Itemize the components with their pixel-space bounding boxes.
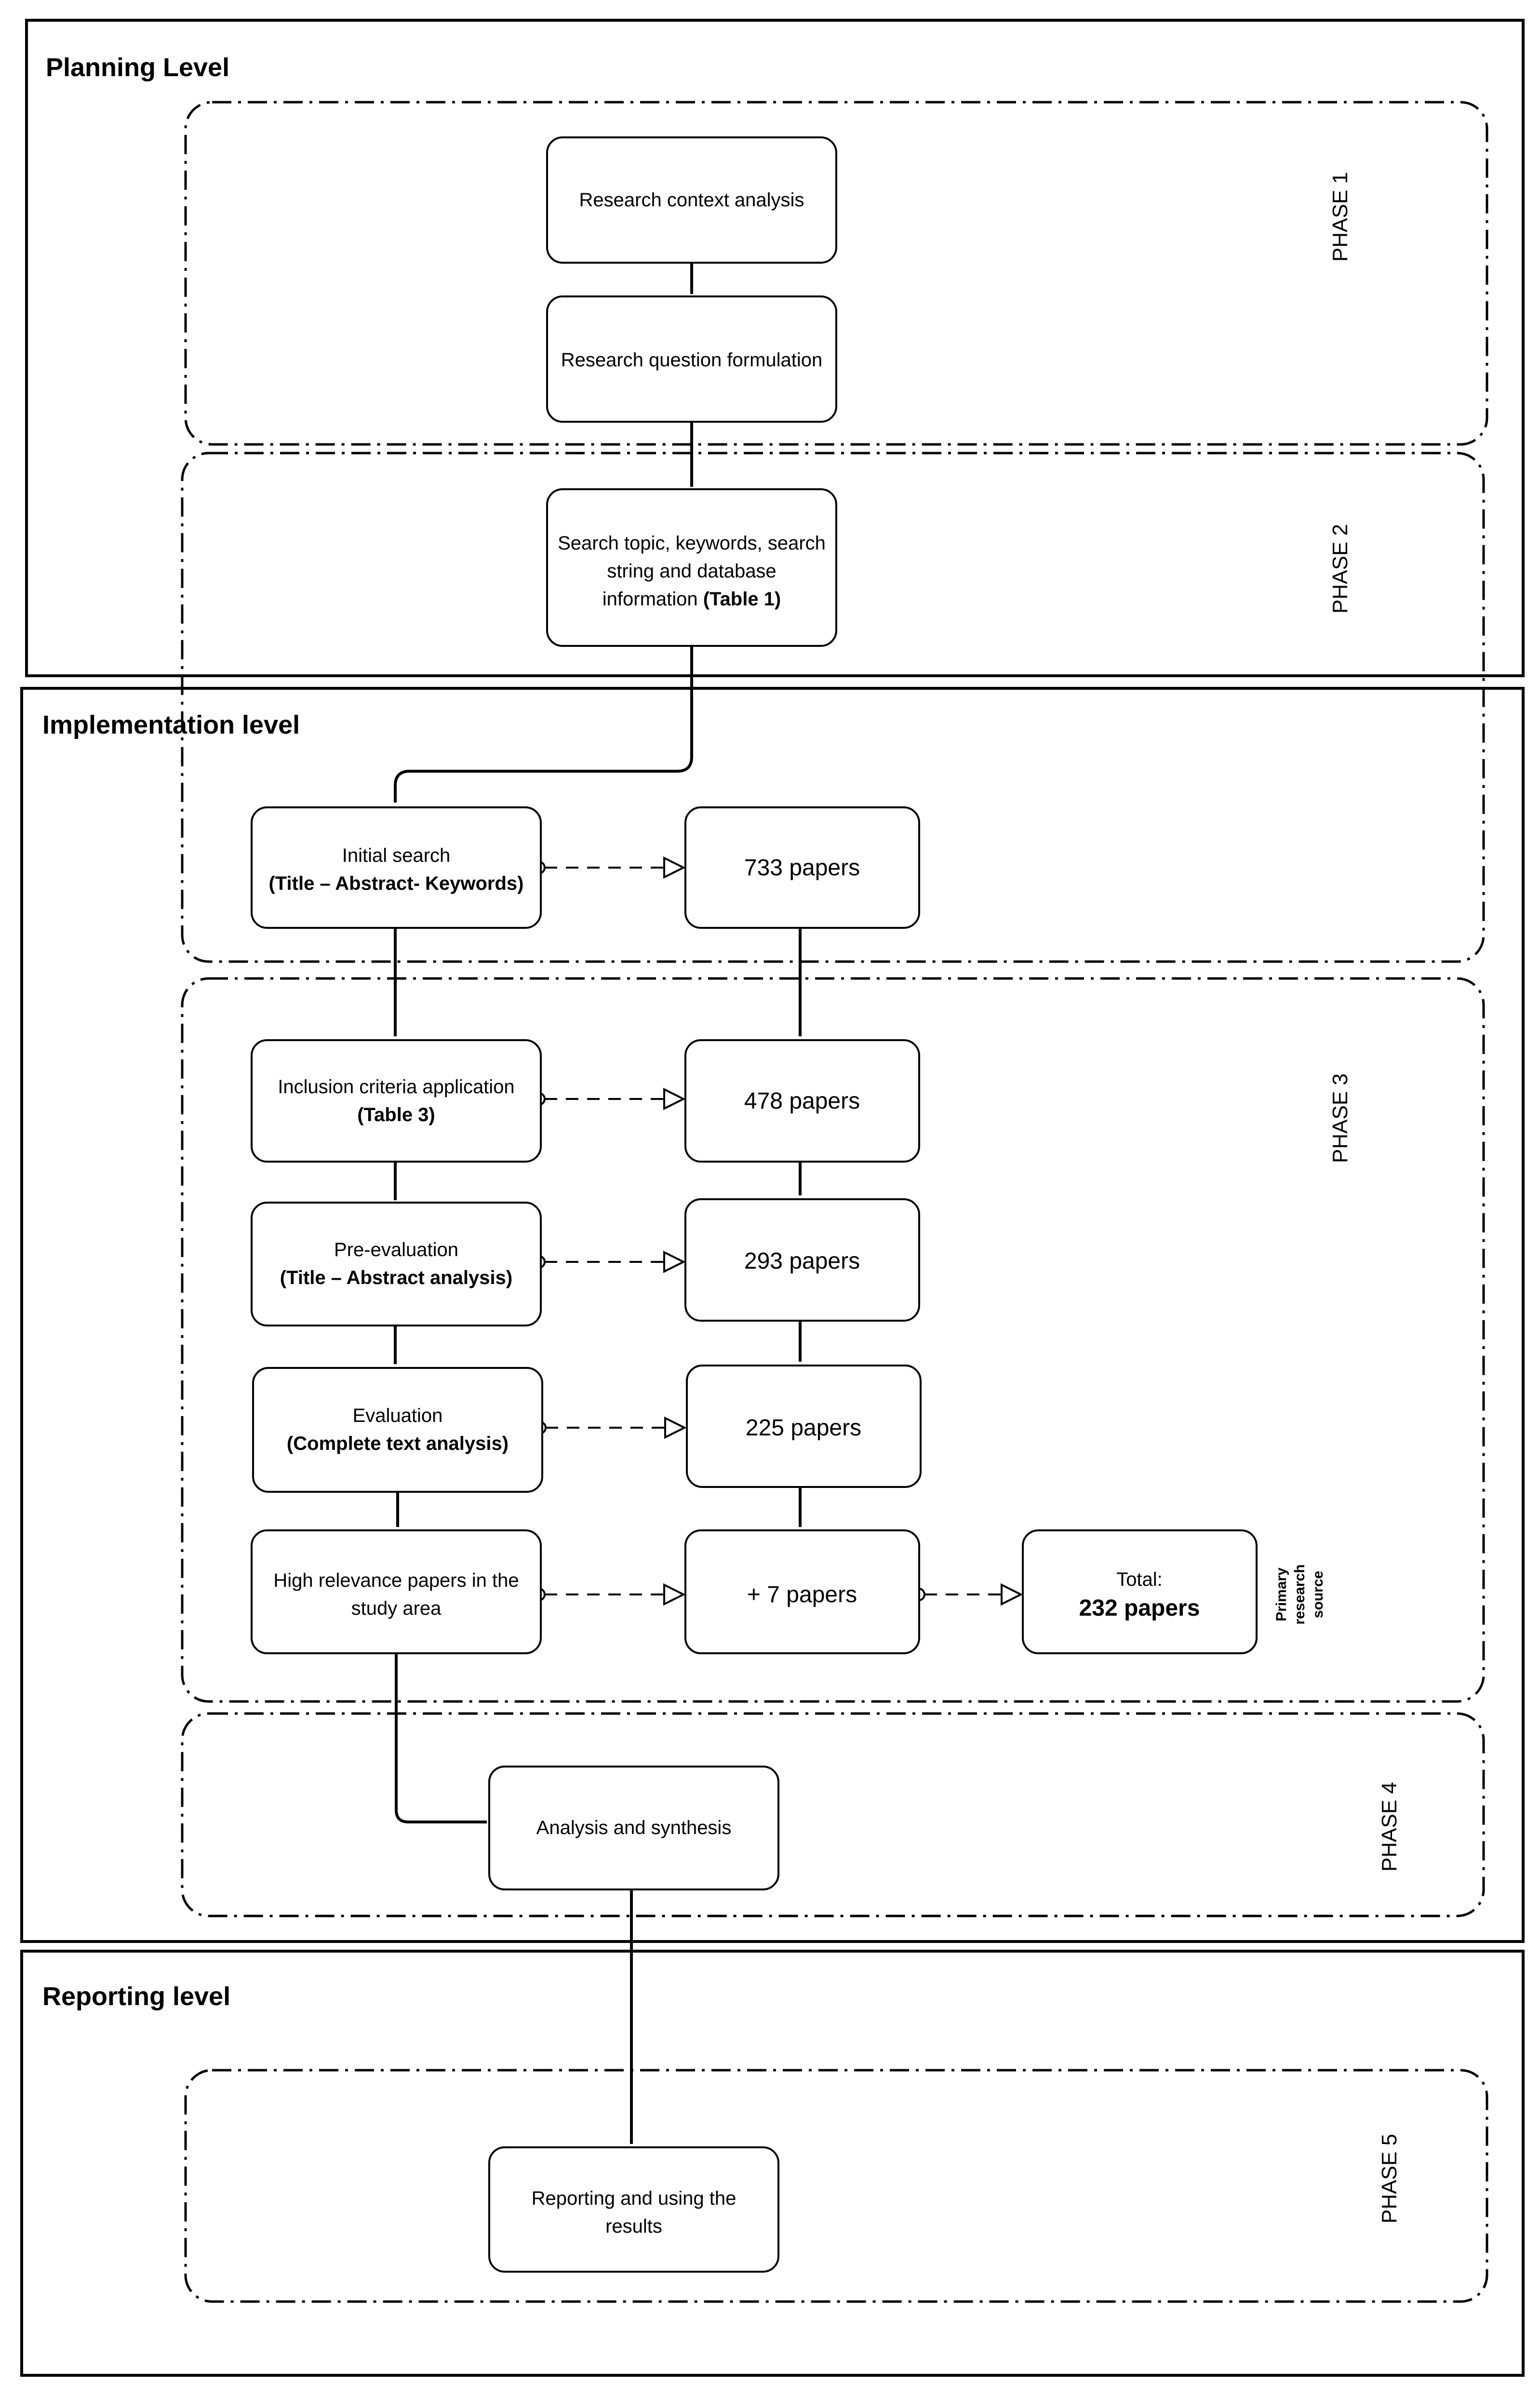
box-pre-evaluation-line2: (Title – Abstract analysis) [280, 1267, 512, 1288]
box-analysis-synthesis: Analysis and synthesis [488, 1766, 779, 1890]
reporting-level-frame [20, 1950, 1525, 2377]
box-count-478: 478 papers [684, 1039, 920, 1163]
side-label-line1: Primary [1273, 1567, 1289, 1621]
phase-3-frame [181, 977, 1485, 1703]
arrow-search-topic-to-initial [393, 646, 693, 803]
phase-4-frame [181, 1712, 1485, 1917]
box-search-topic-line3: information (Table 1) [603, 589, 781, 610]
box-total-label: Total: [1116, 1569, 1163, 1590]
box-reporting: Reporting and using the results [488, 2146, 779, 2273]
box-count-478-label: 478 papers [744, 1088, 860, 1114]
box-count-733-label: 733 papers [744, 855, 860, 881]
phase-3-label: PHASE 3 [1328, 1073, 1352, 1163]
box-research-context-label: Research context analysis [579, 189, 804, 211]
box-count-plus7: + 7 papers [684, 1529, 920, 1654]
box-search-topic-line3-plain: information [603, 589, 703, 610]
box-count-293: 293 papers [684, 1198, 920, 1322]
box-inclusion-criteria-line2: (Table 3) [357, 1104, 435, 1125]
side-label-line3: source [1310, 1571, 1326, 1618]
box-high-relevance-line1: High relevance papers in the [273, 1570, 519, 1591]
phase-2-label: PHASE 2 [1328, 524, 1352, 614]
box-total-value: 232 papers [1079, 1595, 1200, 1621]
box-research-context: Research context analysis [546, 136, 837, 264]
box-count-293-label: 293 papers [744, 1248, 860, 1274]
box-search-topic-line2: string and database [607, 561, 776, 582]
box-count-plus7-label: + 7 papers [747, 1582, 857, 1607]
arrow-high-relevance-to-analysis [395, 1653, 487, 1824]
primary-research-source-label: Primary research source [1273, 1564, 1326, 1624]
box-initial-search: Initial search (Title – Abstract- Keywor… [251, 806, 542, 929]
phase-1-frame [184, 101, 1488, 446]
box-evaluation-line2: (Complete text analysis) [287, 1433, 509, 1454]
implementation-level-title: Implementation level [42, 710, 300, 739]
box-evaluation: Evaluation (Complete text analysis) [252, 1367, 543, 1493]
box-search-topic: Search topic, keywords, search string an… [546, 488, 837, 647]
box-total: Total: 232 papers [1022, 1529, 1258, 1654]
box-count-225: 225 papers [686, 1365, 922, 1488]
implementation-level-frame [20, 687, 1525, 1943]
phase-5-label: PHASE 5 [1378, 2134, 1401, 2223]
box-count-225-label: 225 papers [746, 1415, 861, 1441]
box-inclusion-criteria-line1: Inclusion criteria application [278, 1076, 514, 1098]
box-inclusion-criteria: Inclusion criteria application (Table 3) [251, 1039, 542, 1163]
box-pre-evaluation-line1: Pre-evaluation [334, 1239, 458, 1260]
box-research-question-label: Research question formulation [561, 349, 823, 371]
box-evaluation-line1: Evaluation [353, 1405, 443, 1426]
box-search-topic-table-ref: (Table 1) [703, 589, 781, 610]
box-pre-evaluation: Pre-evaluation (Title – Abstract analysi… [251, 1202, 542, 1326]
box-count-733: 733 papers [684, 806, 920, 929]
reporting-level-title: Reporting level [42, 1982, 230, 2011]
box-analysis-synthesis-label: Analysis and synthesis [536, 1817, 732, 1838]
box-search-topic-line1: Search topic, keywords, search [558, 533, 826, 554]
phase-2-frame [181, 452, 1485, 963]
box-high-relevance-line2: study area [351, 1598, 442, 1619]
phase-1-label: PHASE 1 [1328, 172, 1352, 262]
phase-5-frame [184, 2069, 1488, 2303]
box-reporting-line1: Reporting and using the [532, 2188, 737, 2209]
box-research-question: Research question formulation [546, 295, 837, 423]
box-initial-search-line2: (Title – Abstract- Keywords) [268, 873, 523, 894]
box-high-relevance: High relevance papers in the study area [251, 1529, 542, 1654]
box-reporting-line2: results [605, 2216, 662, 2237]
box-initial-search-line1: Initial search [342, 845, 451, 866]
planning-level-frame [25, 19, 1525, 677]
planning-level-title: Planning Level [46, 53, 229, 82]
side-label-line2: research [1292, 1564, 1308, 1624]
phase-4-label: PHASE 4 [1378, 1782, 1401, 1872]
